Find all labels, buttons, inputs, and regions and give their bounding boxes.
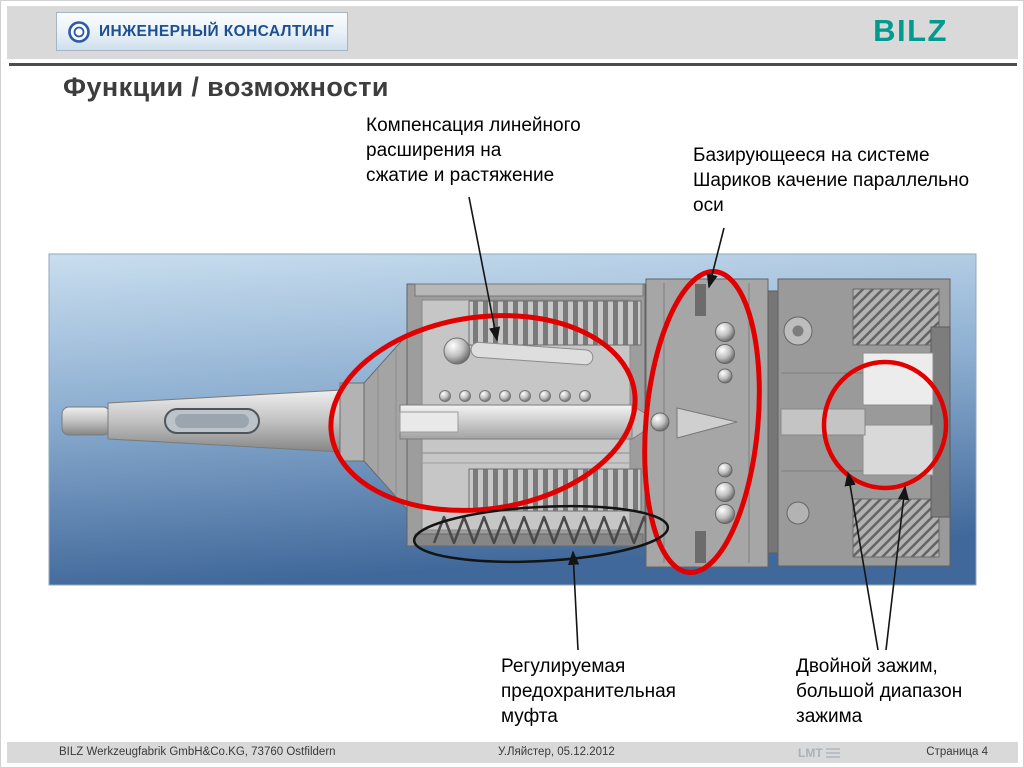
highlight-ball-system (642, 268, 762, 576)
header-divider (9, 63, 1017, 66)
callout-line: оси (693, 195, 724, 216)
lmt-logo-text: LMT (798, 746, 823, 760)
footer-company: BILZ Werkzeugfabrik GmbH&Co.KG, 73760 Os… (59, 746, 336, 758)
logo-emblem-icon (67, 20, 91, 44)
guide-slot-bottom (695, 531, 706, 563)
callout-line: зажима (796, 706, 863, 727)
footer-bar: BILZ Werkzeugfabrik GmbH&Co.KG, 73760 Os… (7, 742, 1018, 763)
page-title: Функции / возможности (63, 72, 389, 102)
safety-clutch-spring (432, 515, 654, 545)
arrow-double-clamp-right (885, 485, 910, 651)
callout-compensation: Компенсация линейного расширения на сжат… (366, 113, 581, 188)
footer-page-number: Страница 4 (926, 746, 988, 758)
guide-slot-top (695, 284, 706, 316)
highlight-double-clamp (821, 359, 949, 491)
callout-line: предохранительная (501, 681, 676, 702)
clamp-jaw-lower (862, 424, 934, 476)
bilz-logo: BILZ (873, 13, 948, 48)
thread-balls-row (439, 390, 591, 402)
tool-cross-section (61, 278, 951, 568)
footer-author-date: У.Ляйстер, 05.12.2012 (498, 746, 615, 758)
highlight-compensation (328, 313, 638, 513)
callout-ball-system: Базирующееся на системе Шариков качение … (693, 143, 969, 218)
callout-line: Двойной зажим, (796, 656, 938, 677)
highlight-safety-clutch (412, 504, 670, 564)
header-bar: ИНЖЕНЕРНЫЙ КОНСАЛТИНГ BILZ (7, 6, 1018, 59)
callout-line: Регулируемая (501, 656, 626, 677)
callout-line: большой диапазон (796, 681, 963, 702)
callout-line: сжатие и растяжение (366, 165, 555, 186)
arrow-safety-clutch (568, 550, 580, 651)
tool-collar (339, 382, 365, 462)
company-logo: ИНЖЕНЕРНЫЙ КОНСАЛТИНГ (56, 12, 348, 51)
arrow-ball-system (706, 227, 725, 289)
tool-shank (61, 389, 343, 453)
lmt-logo-lines-icon (825, 748, 840, 758)
callout-line: Базирующееся на системе (693, 145, 930, 166)
callout-line: муфта (501, 706, 558, 727)
callout-line: Компенсация линейного (366, 115, 581, 136)
callout-line: расширения на (366, 140, 502, 161)
arrow-double-clamp-left (844, 471, 879, 651)
steel-ball-large (443, 337, 471, 365)
logo-text: ИНЖЕНЕРНЫЙ КОНСАЛТИНГ (99, 22, 335, 40)
clamp-section (777, 278, 951, 567)
callout-safety-clutch: Регулируемая предохранительная муфта (501, 654, 676, 729)
annotation-arrows (468, 196, 910, 651)
adjuster-cone (676, 407, 738, 439)
callout-double-clamp: Двойной зажим, большой диапазон зажима (796, 654, 962, 729)
arrow-compensation (468, 196, 501, 342)
lmt-logo: LMT (798, 746, 840, 760)
callout-line: Шариков качение параллельно (693, 170, 970, 191)
angled-slot (470, 341, 594, 366)
highlights (328, 268, 949, 576)
